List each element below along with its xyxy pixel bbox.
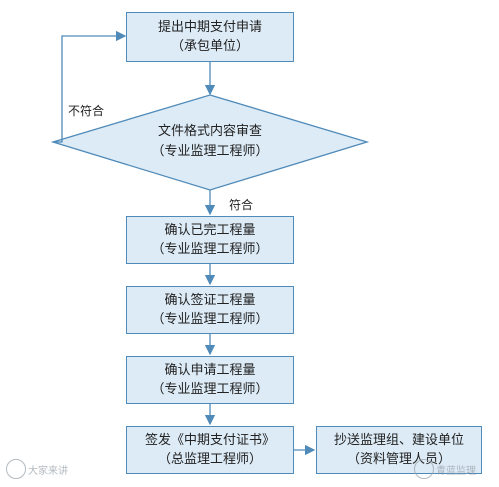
node-confirm-visa: 确认签证工程量 （专业监理工程师） [126, 286, 294, 334]
node-confirm-apply-line1: 确认申请工程量 [164, 363, 256, 378]
node-review-line1: 文件格式内容审查 [157, 124, 262, 139]
edge-label-pass: 符合 [229, 198, 254, 212]
node-issue-line1: 签发《中期支付证书》 [144, 433, 275, 448]
node-issue-line2: （总监理工程师） [157, 452, 262, 467]
edge-reject-loop [53, 30, 127, 143]
node-confirm-done-line2: （专业监理工程师） [151, 242, 269, 257]
node-apply: 提出中期支付申请 （承包单位） [126, 12, 294, 62]
watermark-right: 青蓝监理 [436, 466, 476, 477]
node-confirm-visa-line1: 确认签证工程量 [164, 293, 256, 308]
node-copy-line1: 抄送监理组、建设单位 [333, 433, 464, 448]
node-review-text: 文件格式内容审查 （专业监理工程师） [140, 122, 280, 162]
watermark-right-icon [414, 459, 434, 479]
watermark-left-icon [6, 459, 26, 479]
node-confirm-done: 确认已完工程量 （专业监理工程师） [126, 216, 294, 264]
node-confirm-apply: 确认申请工程量 （专业监理工程师） [126, 356, 294, 404]
node-review-line2: （专业监理工程师） [151, 144, 269, 159]
node-issue: 签发《中期支付证书》 （总监理工程师） [126, 426, 294, 474]
node-confirm-done-line1: 确认已完工程量 [164, 223, 256, 238]
node-confirm-visa-line2: （专业监理工程师） [151, 312, 269, 327]
node-apply-line1: 提出中期支付申请 [157, 20, 262, 35]
watermark-left: 大家来讲 [28, 466, 68, 477]
node-confirm-apply-line2: （专业监理工程师） [151, 382, 269, 397]
node-apply-line2: （承包单位） [170, 39, 249, 54]
edge-label-reject: 不符合 [68, 104, 105, 118]
